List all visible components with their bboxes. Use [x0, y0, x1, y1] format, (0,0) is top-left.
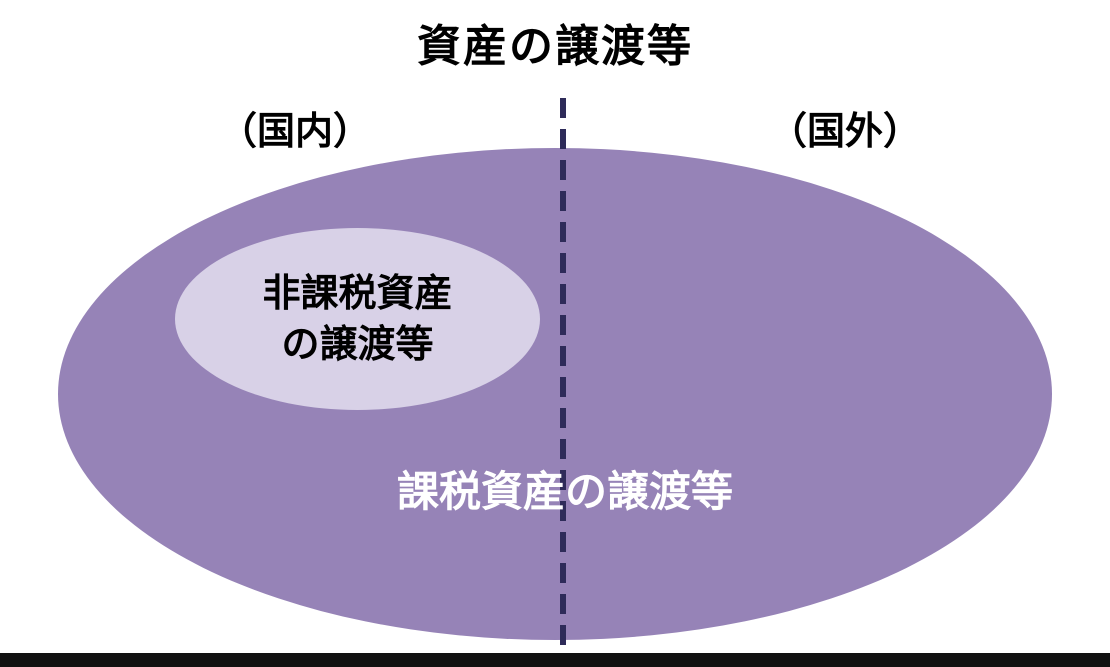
bottom-bar — [0, 653, 1110, 667]
domestic-region-label: （国内） — [218, 109, 372, 153]
nontaxable-assets-label-line2: の譲渡等 — [281, 322, 434, 366]
taxable-assets-label: 課税資産の譲渡等 — [396, 467, 734, 516]
nontaxable-assets-label-line1: 非課税資産 — [262, 270, 453, 315]
diagram-title: 資産の譲渡等 — [417, 21, 693, 72]
overseas-region-label: （国外） — [768, 109, 922, 153]
domestic-overseas-divider-dashed-line — [560, 98, 566, 655]
nontaxable-assets-ellipse: 非課税資産 の譲渡等 — [175, 228, 540, 410]
taxable-assets-ellipse — [58, 148, 1052, 640]
